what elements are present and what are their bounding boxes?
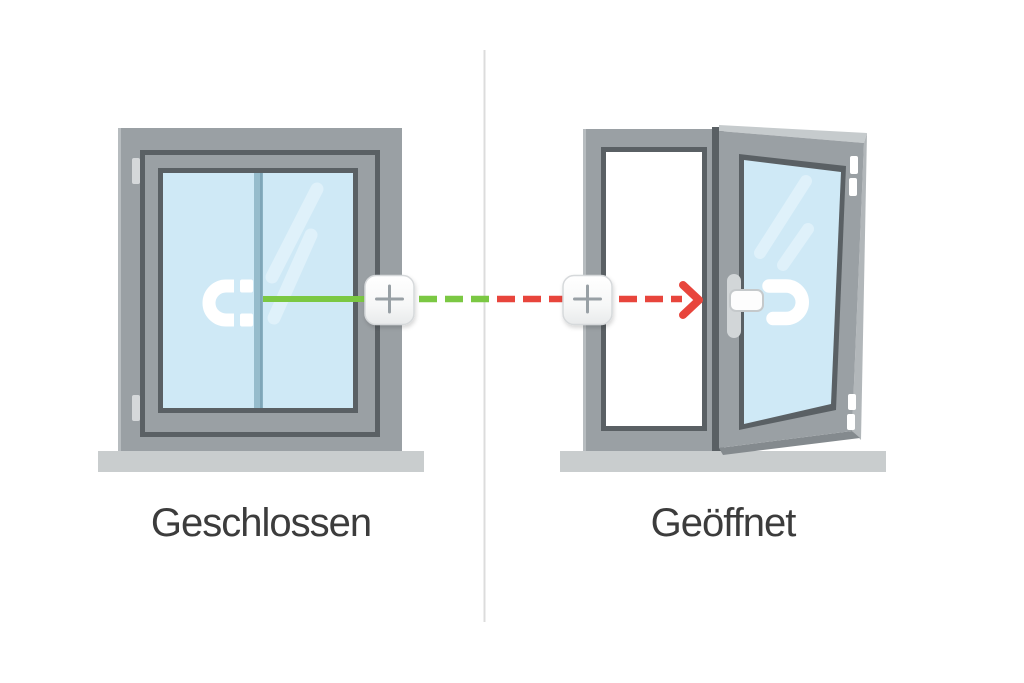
hinge-icon — [132, 158, 140, 184]
sash-right-face — [852, 133, 867, 440]
glass-reflection — [754, 175, 812, 259]
plus-icon — [573, 284, 602, 314]
window-handle-icon — [727, 274, 764, 338]
caption-open: Geöffnet — [650, 501, 797, 545]
closed-window — [98, 128, 424, 472]
hinge-icon — [848, 394, 856, 410]
window-sill — [98, 451, 424, 472]
glass-reflection — [265, 182, 324, 284]
frame-highlight — [118, 128, 121, 451]
glass-reflection — [267, 228, 318, 325]
window-sill — [560, 451, 886, 472]
glass-divider-edge — [260, 173, 263, 408]
glass-divider — [254, 173, 263, 408]
plus-icon — [375, 284, 404, 314]
sash-top-face — [719, 125, 867, 143]
glass-reflection — [777, 223, 814, 271]
signal-open — [497, 281, 703, 319]
hinge-icon — [847, 414, 855, 430]
hinge-icon — [132, 395, 140, 421]
arrow-right-icon — [679, 281, 703, 319]
hinge-icon — [850, 156, 858, 174]
caption-closed: Geschlossen — [150, 501, 372, 545]
window-sensor-closed — [364, 274, 415, 326]
hinge-icon — [849, 178, 857, 196]
magnet-icon — [202, 279, 253, 327]
magnet-icon — [762, 279, 809, 326]
sash-bottom-face — [719, 431, 860, 455]
window-sensor-open — [562, 274, 613, 326]
